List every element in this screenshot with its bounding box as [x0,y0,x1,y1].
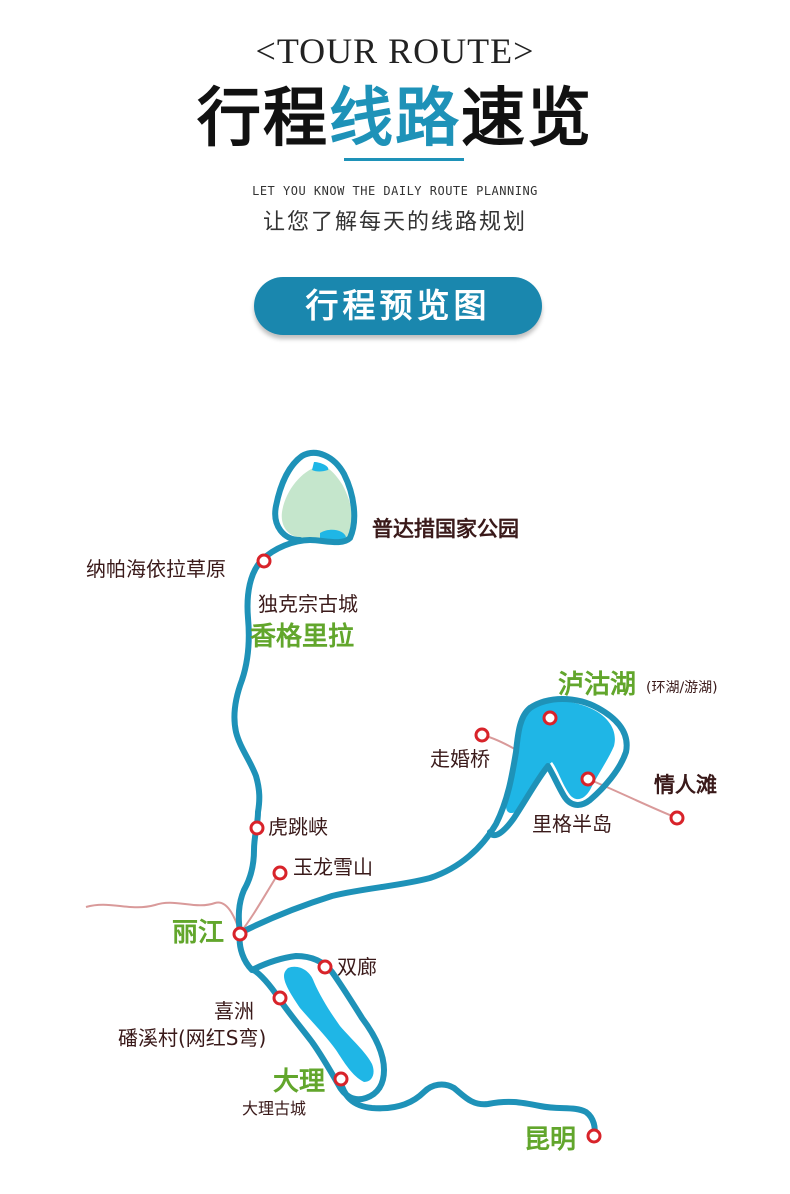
qingren-beach-marker [669,810,685,826]
pudacuo-lake [312,462,329,472]
dali-marker [333,1071,349,1087]
route-shangrila-lijiang [231,537,313,936]
route-lijiang-dali [236,930,387,1103]
pudacuo-park-area [281,465,354,540]
label-dukezong: 独克宗古城 [258,592,358,616]
kunming-marker [586,1128,602,1144]
label-zouhun-bridge: 走婚桥 [430,747,490,771]
label-lugu-note: (环湖/游湖) [646,680,718,696]
label-lugu-lake: 泸沽湖 [558,670,636,700]
shuanglang-marker [317,959,333,975]
route-lugu-loop [487,696,630,839]
title-part-3: 速览 [461,81,593,156]
route-dali-kunming [337,1077,598,1139]
label-shangrila: 香格里拉 [250,621,354,652]
erhai-lake [284,966,374,1082]
jade-dragon-marker [272,865,288,881]
label-kunming: 昆明 [524,1125,576,1155]
tiger-leaping-marker [249,820,265,836]
itinerary-preview-button[interactable]: 行程预览图 [254,277,542,335]
tour-route-heading: <TOUR ROUTE> [255,31,535,71]
lige-peninsula-marker [580,771,596,787]
label-cixi: 磻溪村(网红S弯) [118,1026,266,1050]
side-road-west [85,901,241,934]
label-lijiang: 丽江 [172,918,224,948]
label-pudacuo: 普达措国家公园 [372,517,519,541]
label-qingren-beach: 情人滩 [654,773,717,797]
main-route [231,449,630,1139]
label-napahai: 纳帕海依拉草原 [86,557,226,581]
subtitle-english: LET YOU KNOW THE DAILY ROUTE PLANNING [252,184,538,198]
label-dali-old-town: 大理古城 [242,1099,306,1118]
title-part-1: 行程 [197,81,329,156]
napahai-marker [256,553,272,569]
zouhun-bridge-marker [474,727,490,743]
label-tiger-leaping: 虎跳峡 [268,815,328,839]
lugu-lake-marker [542,710,558,726]
subtitle-chinese: 让您了解每天的线路规划 [262,210,527,235]
label-xizhou: 喜洲 [214,999,254,1023]
lijiang-marker [232,926,248,942]
bitahai-lake [320,529,346,542]
route-pudacuo-loop [272,449,358,546]
side-road-qingren [587,778,678,819]
label-shuanglang: 双廊 [337,955,377,979]
label-jade-dragon: 玉龙雪山 [293,855,373,879]
page-title: 行程线路速览 [0,82,790,156]
route-lijiang-lugu [237,705,533,936]
title-part-2: 线路 [329,81,461,156]
label-dali: 大理 [273,1067,325,1097]
label-lige-peninsula: 里格半岛 [532,812,612,836]
xizhou-marker [272,990,288,1006]
title-underline [344,158,464,161]
